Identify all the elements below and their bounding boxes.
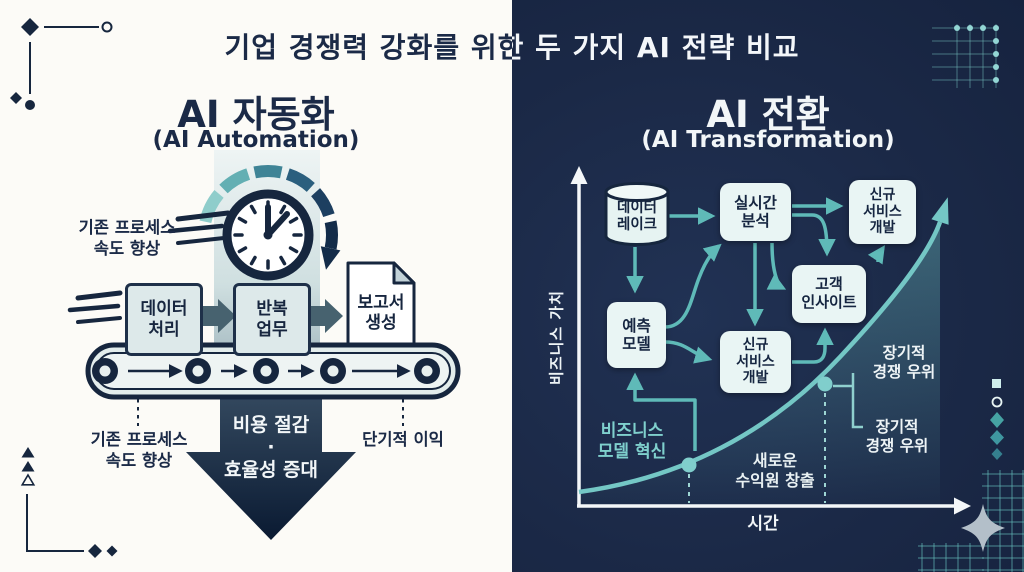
corner-decoration-top-left [10, 18, 113, 110]
business-model-innovation-label: 비즈니스 모델 혁신 [597, 421, 667, 463]
speed-gauge-arrow-icon [199, 165, 341, 270]
x-axis-label: 시간 [747, 514, 779, 534]
main-title: 기업 경쟁력 강화를 위한 두 가지 AI 전략 비교 [224, 31, 525, 64]
belt-item-repetitive-tasks: 반복 업무 [233, 283, 311, 356]
decoration-grid-bottom-right [918, 470, 1024, 572]
flow-arrows [626, 197, 885, 451]
node-data-lake: 데이터 레이크 [616, 199, 658, 233]
new-revenue-label: 새로운 수익원 창출 [735, 451, 815, 490]
transformation-panel: AI 전환 (AI Transformation) [512, 0, 1024, 572]
exponential-growth-curve-icon [578, 197, 949, 503]
automation-panel: AI 자동화 (AI Automation) [0, 0, 512, 572]
node-prediction-model: 예측 모델 [607, 302, 666, 368]
curve-area-fill [579, 222, 940, 506]
main-title-light-half: 기업 경쟁력 강화를 위한 두 가지 AI 전략 비교 [224, 31, 800, 64]
automation-subheading: (AI Automation) [152, 127, 360, 153]
sparkle-icon [961, 504, 1005, 552]
conveyor-belt-icon [85, 342, 461, 400]
long-term-advantage-label-1: 장기적 경쟁 우위 [872, 344, 936, 382]
motion-lines-icon [67, 210, 231, 324]
timer-clock-icon [222, 189, 314, 281]
bracket-connector [833, 373, 863, 429]
node-new-service-dev-top: 신규 서비스 개발 [849, 180, 916, 244]
belt-rollers [92, 358, 440, 384]
speed-improvement-label-top: 기존 프로세스 속도 향상 [78, 218, 176, 258]
belt-item-data-processing: 데이터 처리 [125, 283, 203, 356]
node-realtime-analysis: 실시간 분석 [720, 183, 791, 241]
database-cylinder-icon [604, 182, 670, 246]
y-axis-label: 비즈니스 가치 [547, 289, 566, 386]
milestone-dot-1 [681, 457, 697, 473]
node-customer-insight: 고객 인사이트 [792, 265, 866, 323]
automation-heading: AI 자동화 [177, 93, 335, 136]
chart-axes [570, 166, 971, 515]
corner-decoration-bottom-left [20, 447, 118, 558]
long-term-advantage-label-2: 장기적 경쟁 우위 [865, 418, 929, 456]
step-arrow-icon [198, 299, 236, 333]
speed-improvement-label-bottom: 기존 프로세스 속도 향상 [90, 430, 188, 470]
transformation-diagram [570, 24, 1024, 572]
automation-diagram [10, 18, 461, 558]
short-term-profit-label: 단기적 이익 [362, 430, 444, 449]
decoration-grid-top-right [932, 24, 999, 88]
belt-item-report-generation: 보고서 생성 [357, 292, 405, 333]
transformation-heading: AI 전환 [706, 93, 830, 136]
step-arrow-icon [305, 299, 343, 333]
transformation-subheading: (AI Transformation) [641, 127, 895, 153]
node-new-service-dev-bottom: 신규 서비스 개발 [720, 331, 791, 393]
milestone-dot-2 [817, 376, 833, 392]
cost-reduction-efficiency-label: 비용 절감 · 효율성 증대 [223, 414, 319, 481]
decoration-markers-right-edge [990, 379, 1004, 460]
document-icon [346, 261, 416, 349]
big-down-arrow-icon [186, 393, 356, 540]
